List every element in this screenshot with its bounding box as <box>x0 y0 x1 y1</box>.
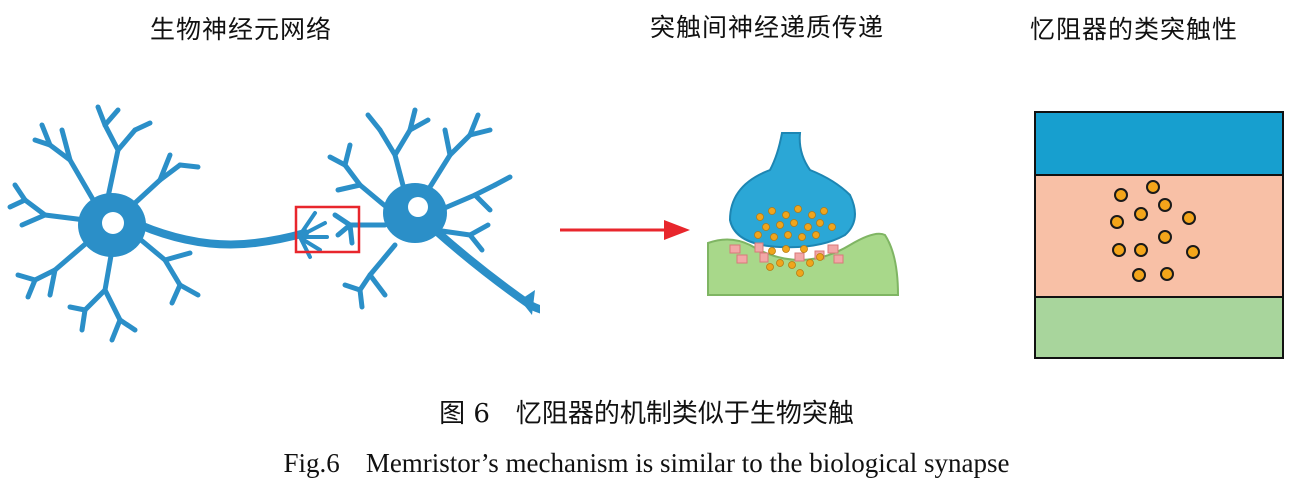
memristor-ions <box>1110 180 1200 282</box>
neuron-network-illustration <box>7 104 540 343</box>
arrow-icon <box>560 220 690 240</box>
figure-number-chinese: 图 6 <box>439 399 490 429</box>
synapse-highlight-box <box>294 205 361 254</box>
figure-title-chinese: 忆阻器的机制类似于生物突触 <box>515 399 854 429</box>
memristor-top-electrode <box>1034 111 1284 176</box>
right-neuron-nucleus <box>408 197 428 217</box>
left-neuron-dendrites <box>7 104 201 343</box>
neural-network-label: 生物神经元网络 <box>150 15 333 44</box>
memristor-bottom-electrode <box>1034 296 1284 359</box>
memristor-illustration <box>1034 111 1284 359</box>
right-neuron-dendrites <box>327 107 513 310</box>
left-neuron-nucleus <box>102 212 124 234</box>
right-axon-terminal <box>520 290 535 315</box>
presynaptic-terminal <box>728 132 856 249</box>
figure-title-english: Memristor’s mechanism is similar to the … <box>365 448 1010 478</box>
receptors <box>729 242 844 264</box>
figure-number-english: Fig.6 <box>283 448 340 478</box>
synapse-illustration <box>707 132 900 296</box>
left-neuron-axon <box>136 221 309 249</box>
axon-terminal <box>298 211 329 259</box>
neurotransmitters <box>754 205 836 277</box>
figure-caption-english: Fig.6 Memristor’s mechanism is similar to… <box>0 448 1293 479</box>
figure-caption-chinese: 图 6 忆阻器的机制类似于生物突触 <box>0 393 1293 430</box>
memristor-synapse-label: 忆阻器的类突触性 <box>1030 15 1239 44</box>
synaptic-transmission-label: 突触间神经递质传递 <box>650 13 885 42</box>
